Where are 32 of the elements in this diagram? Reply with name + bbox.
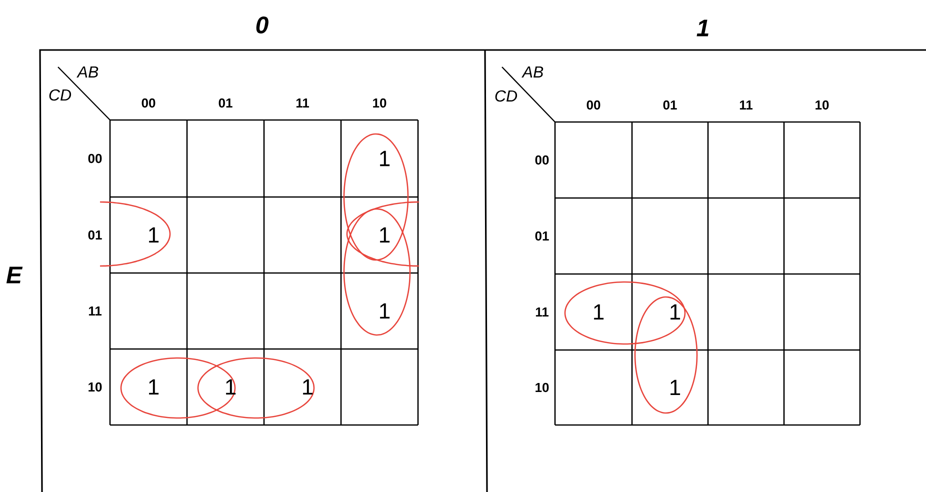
column-header: 10	[373, 98, 386, 108]
column-header: 01	[663, 100, 677, 110]
row-header: 10	[536, 382, 549, 392]
cell-value: 1	[670, 304, 680, 320]
row-header: 11	[88, 306, 102, 316]
row-header: 01	[535, 231, 549, 241]
column-header: 10	[816, 100, 829, 110]
cell-value: 1	[380, 227, 390, 243]
row-header: 00	[88, 154, 102, 164]
variable-label: CD	[49, 89, 72, 101]
column-header: 11	[296, 98, 310, 108]
column-header: 00	[586, 100, 600, 110]
map-heading: 1	[696, 20, 708, 36]
variable-label: CD	[495, 90, 518, 102]
column-header: 01	[218, 98, 232, 108]
row-header: 01	[88, 230, 102, 240]
row-header: 10	[88, 382, 102, 392]
cell-value: 1	[149, 227, 159, 243]
variable-label: AB	[76, 66, 98, 78]
column-header: 11	[740, 100, 753, 110]
variable-label: E	[6, 266, 23, 284]
map-heading: 0	[256, 16, 268, 34]
variable-label: AB	[522, 66, 544, 78]
cell-value: 1	[380, 150, 390, 166]
row-header: 11	[536, 308, 549, 316]
cell-value: 1	[303, 379, 313, 395]
cell-value: 1	[149, 379, 159, 395]
cell-value: 1	[594, 304, 604, 320]
column-header: 00	[142, 98, 156, 108]
cell-value: 1	[670, 380, 680, 396]
row-header: 00	[535, 155, 549, 165]
cell-value: 1	[380, 303, 390, 319]
